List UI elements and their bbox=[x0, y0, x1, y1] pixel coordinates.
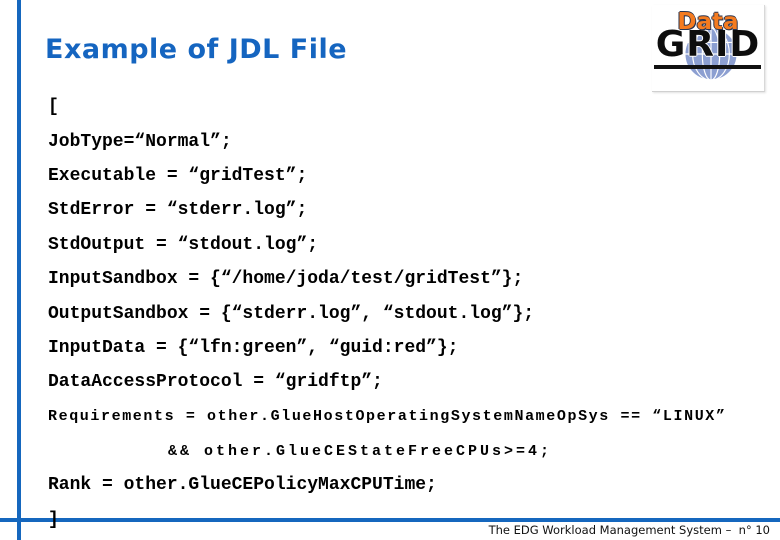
code-line: JobType=“Normal”; bbox=[48, 131, 232, 152]
logo-grid-text: GRID bbox=[655, 24, 761, 65]
code-line: OutputSandbox = {“stderr.log”, “stdout.l… bbox=[48, 303, 535, 324]
code-line: InputSandbox = {“/home/joda/test/gridTes… bbox=[48, 269, 524, 290]
datagrid-logo: GRID Data bbox=[652, 5, 765, 92]
code-line: InputData = {“lfn:green”, “guid:red”}; bbox=[48, 337, 459, 358]
code-line: DataAccessProtocol = “gridftp”; bbox=[48, 372, 383, 393]
logo-underline bbox=[654, 65, 761, 69]
logo-data-text: Data bbox=[677, 9, 739, 35]
code-line: Requirements = other.GlueHostOperatingSy… bbox=[48, 408, 727, 426]
code-line: ] bbox=[48, 509, 59, 530]
code-line: Rank = other.GlueCEPolicyMaxCPUTime; bbox=[48, 475, 437, 496]
code-line: && other.GlueCEStateFreeCPUs>=4; bbox=[168, 442, 553, 460]
code-line: [ bbox=[48, 97, 59, 118]
code-line: Executable = “gridTest”; bbox=[48, 165, 308, 186]
code-line: StdError = “stderr.log”; bbox=[48, 200, 308, 221]
slide-title: Example of JDL File bbox=[45, 34, 348, 65]
jdl-code-block: [ JobType=“Normal”; Executable = “gridTest… bbox=[48, 90, 727, 537]
code-line: StdOutput = “stdout.log”; bbox=[48, 234, 319, 255]
slide-footer: The EDG Workload Management System – n° … bbox=[488, 523, 770, 537]
left-accent-bar bbox=[17, 0, 21, 540]
bottom-accent-bar bbox=[0, 518, 780, 522]
